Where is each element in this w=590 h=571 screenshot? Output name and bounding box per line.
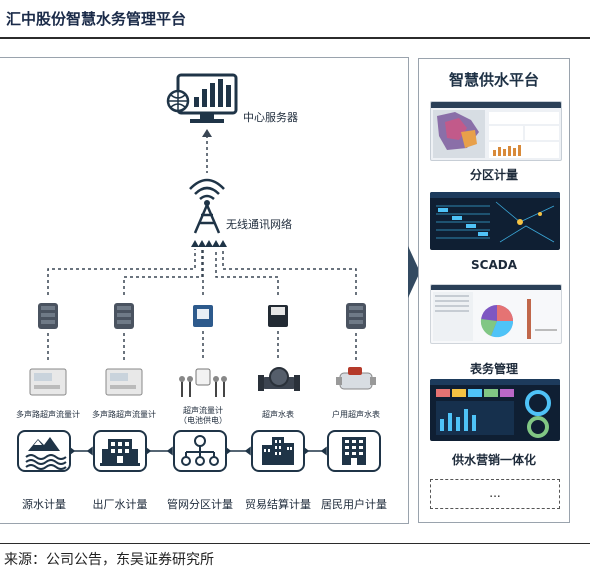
city-buildings-icon bbox=[251, 430, 305, 472]
stage-label-3: 管网分区计量 bbox=[167, 498, 233, 511]
network-label: 无线通讯网络 bbox=[226, 218, 292, 231]
stage-label-5: 居民用户计量 bbox=[321, 498, 387, 511]
meter-label-3: 超声流量计 bbox=[183, 406, 223, 415]
module-label-meter-management: 表务管理 bbox=[469, 362, 518, 376]
apartment-building-icon bbox=[327, 430, 381, 472]
page-title: 汇中股份智慧水务管理平台 bbox=[6, 10, 187, 28]
wireless-links bbox=[47, 249, 357, 295]
marketing-integration-screenshot bbox=[430, 379, 560, 441]
flow-arrow-icon bbox=[408, 246, 420, 298]
module-label-zone-metering: 分区计量 bbox=[469, 168, 518, 182]
ultrasonic-flowmeter-battery bbox=[179, 368, 227, 397]
module-label-scada: SCADA bbox=[471, 258, 517, 272]
transmitter-device-2 bbox=[114, 303, 134, 329]
source-note: 来源：公司公告，东吴证券研究所 bbox=[4, 552, 214, 568]
header-divider bbox=[0, 37, 590, 39]
transmitter-device-3 bbox=[193, 305, 213, 327]
uplink-arrows bbox=[191, 240, 227, 247]
transmitter-device-4 bbox=[268, 305, 288, 327]
household-ultrasonic-water-meter bbox=[336, 367, 376, 390]
server-label: 中心服务器 bbox=[243, 111, 298, 124]
wireless-tower-icon bbox=[189, 178, 225, 234]
footer-divider bbox=[0, 543, 590, 544]
meter-label-2: 多声路超声流量计 bbox=[92, 410, 156, 419]
transmitter-device-5 bbox=[346, 303, 366, 329]
factory-icon bbox=[93, 430, 147, 472]
zone-metering-screenshot bbox=[430, 101, 562, 161]
meter-sublabel-3: （电池供电） bbox=[179, 416, 227, 425]
meter-label-4: 超声水表 bbox=[262, 410, 294, 419]
platform-panel: 智慧供水平台 分区计量 SCADA bbox=[418, 58, 570, 523]
multipath-ultrasonic-flowmeter-1 bbox=[29, 368, 67, 396]
ultrasonic-water-meter bbox=[258, 367, 300, 391]
multipath-ultrasonic-flowmeter-2 bbox=[105, 368, 143, 396]
network-hierarchy-icon bbox=[173, 430, 227, 472]
stage-connectors bbox=[69, 446, 327, 456]
meter-label-1: 多声路超声流量计 bbox=[16, 410, 80, 419]
scada-screenshot bbox=[430, 192, 560, 250]
stage-label-1: 源水计量 bbox=[22, 498, 66, 511]
stage-label-2: 出厂水计量 bbox=[92, 498, 148, 511]
meter-management-screenshot bbox=[430, 284, 562, 344]
meter-label-5: 户用超声水表 bbox=[332, 410, 380, 419]
server-monitor-icon bbox=[166, 73, 238, 123]
more-modules-placeholder: ... bbox=[430, 479, 560, 509]
platform-title: 智慧供水平台 bbox=[448, 71, 539, 89]
water-source-icon bbox=[17, 430, 71, 472]
transmitter-device-1 bbox=[38, 303, 58, 329]
stage-label-4: 贸易结算计量 bbox=[245, 498, 311, 511]
architecture-diagram bbox=[17, 73, 381, 472]
module-label-marketing-integration: 供水营销一体化 bbox=[451, 453, 536, 467]
